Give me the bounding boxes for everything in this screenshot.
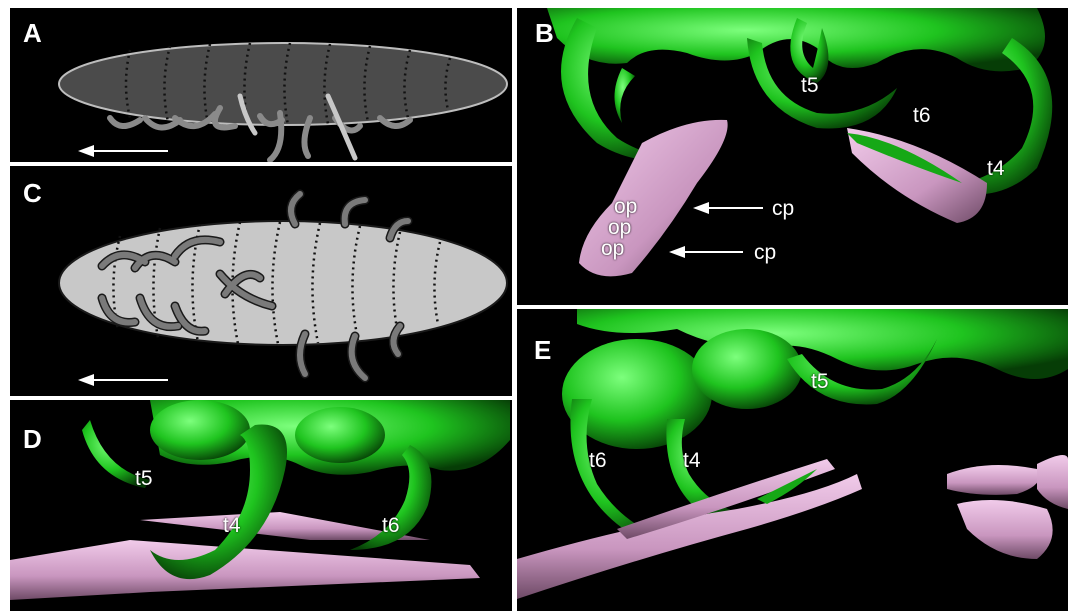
label-t5: t5 [801,75,819,96]
label-cp-2: cp [754,242,776,263]
label-t4: t4 [223,515,241,536]
ovipositor-fragment [957,500,1053,559]
label-t6: t6 [913,105,931,126]
ovipositor-fragment [947,465,1040,495]
label-t5: t5 [811,371,829,392]
panel-b: B t5 t6 t4 op op op cp cp [517,8,1068,305]
panel-b-render [517,8,1068,305]
panel-label: D [23,426,42,452]
label-op-2: op [608,217,631,238]
direction-arrow [78,145,168,157]
ovipositor [10,540,480,600]
panel-label: A [23,20,42,46]
panel-d-render [10,400,512,611]
panel-label: B [535,20,554,46]
panel-a-diagram [10,8,512,162]
coxa [692,329,802,409]
label-t4: t4 [683,450,701,471]
label-cp-1: cp [772,198,794,219]
label-op-1: op [614,196,637,217]
label-t6: t6 [382,515,400,536]
panel-e: E t5 t6 t4 [517,309,1068,611]
coxa [150,400,250,460]
ovipositor-fragment [1037,455,1068,509]
label-t5: t5 [135,468,153,489]
cp-arrow-1 [693,202,763,214]
direction-arrow [78,374,168,386]
coxa [295,407,385,463]
cp-arrow-2 [669,246,743,258]
panel-label: E [534,337,551,363]
label-t6: t6 [589,450,607,471]
label-t4: t4 [987,158,1005,179]
panel-a: A [10,8,512,162]
label-op-3: op [601,238,624,259]
body-outline [59,43,507,125]
claw-left [615,68,636,123]
panel-c-diagram [10,166,512,396]
panel-d: D t5 t4 t6 [10,400,512,611]
panel-c: C [10,166,512,396]
panel-label: C [23,180,42,206]
